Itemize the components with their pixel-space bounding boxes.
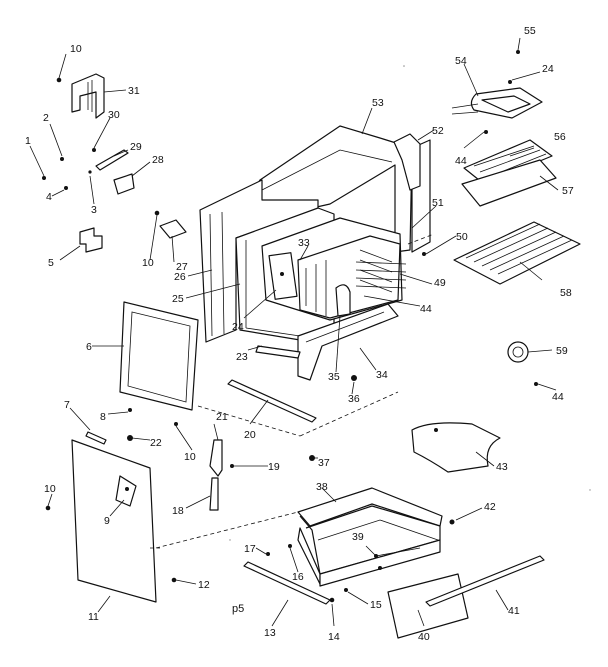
page-marker: p5	[232, 603, 244, 615]
callout-30: 30	[108, 109, 120, 121]
trim-23	[255, 345, 301, 359]
callout-58: 58	[560, 287, 572, 299]
callout-20: 20	[244, 429, 256, 441]
callout-labels: 10 31 2 30 29 28 1 4 3 5 27 10 26 25 24 …	[25, 25, 574, 643]
rail-41	[425, 555, 545, 607]
callout-44b: 44	[455, 155, 467, 167]
element-54	[451, 87, 543, 119]
door-frame-34	[297, 303, 399, 381]
callout-16: 16	[292, 571, 304, 583]
part-drawings	[29, 37, 591, 639]
bracket-31	[71, 73, 105, 119]
strip-29	[95, 149, 129, 171]
callout-41: 41	[508, 605, 520, 617]
callout-11: 11	[88, 611, 99, 623]
callout-4: 4	[46, 191, 52, 203]
callout-40: 40	[418, 631, 430, 643]
bracket-5	[79, 227, 103, 253]
callout-2: 2	[43, 112, 49, 124]
callout-35: 35	[328, 371, 340, 383]
callout-38: 38	[316, 481, 328, 493]
rack-49	[355, 261, 407, 289]
misc-screws	[45, 50, 538, 603]
callout-7: 7	[64, 399, 70, 411]
broiler-pan-57	[461, 159, 557, 207]
callout-42: 42	[484, 501, 496, 513]
callout-10d: 10	[44, 483, 56, 495]
callout-10: 10	[70, 43, 82, 55]
callout-59: 59	[556, 345, 568, 357]
callout-25: 25	[172, 293, 184, 305]
oven-rack-58	[453, 221, 581, 285]
bracket-27	[159, 219, 187, 239]
leader-lines	[29, 37, 559, 627]
callout-14: 14	[328, 631, 340, 643]
callout-15: 15	[370, 599, 382, 611]
callout-10c: 10	[184, 451, 196, 463]
callout-37: 37	[318, 457, 330, 469]
callout-22: 22	[150, 437, 162, 449]
assembly-dashed-lines	[150, 233, 435, 549]
callout-17: 17	[244, 543, 256, 555]
callout-57: 57	[562, 185, 574, 197]
callout-24: 24	[232, 321, 244, 333]
callout-51: 51	[432, 197, 444, 209]
scan-specks	[229, 65, 591, 541]
screws-top-left	[42, 77, 160, 216]
callout-6: 6	[86, 341, 92, 353]
callout-56: 56	[554, 131, 566, 143]
callout-55: 55	[524, 25, 536, 37]
rail-13	[243, 561, 331, 605]
callout-33: 33	[298, 237, 310, 249]
callout-36: 36	[348, 393, 360, 405]
hinge-18-21	[209, 439, 223, 511]
ring-59	[507, 341, 529, 363]
callout-19: 19	[268, 461, 280, 473]
callout-43: 43	[496, 461, 508, 473]
callout-21: 21	[216, 411, 228, 423]
callout-3: 3	[91, 204, 97, 216]
callout-8: 8	[100, 411, 106, 423]
door-panel-11	[71, 439, 157, 603]
callout-1: 1	[25, 135, 31, 147]
vent-52	[393, 133, 421, 191]
callout-50: 50	[456, 231, 468, 243]
drawer-38	[297, 487, 443, 587]
callout-31: 31	[128, 85, 140, 97]
callout-9: 9	[104, 515, 110, 527]
callout-49: 49	[434, 277, 446, 289]
callout-10b: 10	[142, 257, 154, 269]
rail-20	[227, 379, 317, 423]
callout-44a: 44	[420, 303, 432, 315]
callout-12: 12	[198, 579, 210, 591]
callout-13: 13	[264, 627, 276, 639]
pin-7	[85, 431, 107, 445]
callout-44c: 44	[552, 391, 564, 403]
callout-23: 23	[236, 351, 248, 363]
callout-39: 39	[352, 531, 364, 543]
callout-18: 18	[172, 505, 184, 517]
callout-54: 54	[455, 55, 467, 67]
callout-29: 29	[130, 141, 142, 153]
bulb-35	[335, 284, 351, 317]
callout-28: 28	[152, 154, 164, 166]
callout-27: 27	[176, 261, 188, 273]
panel-6	[119, 301, 199, 411]
callout-5: 5	[48, 257, 54, 269]
drawer-front-40	[387, 573, 469, 639]
pan-43	[411, 422, 501, 473]
callout-53: 53	[372, 97, 384, 109]
callout-26: 26	[174, 271, 186, 283]
oven-liner-33	[261, 217, 403, 321]
callout-34: 34	[376, 369, 388, 381]
clip-28	[113, 173, 135, 195]
callout-24b: 24	[542, 63, 554, 75]
callout-52: 52	[432, 125, 444, 137]
